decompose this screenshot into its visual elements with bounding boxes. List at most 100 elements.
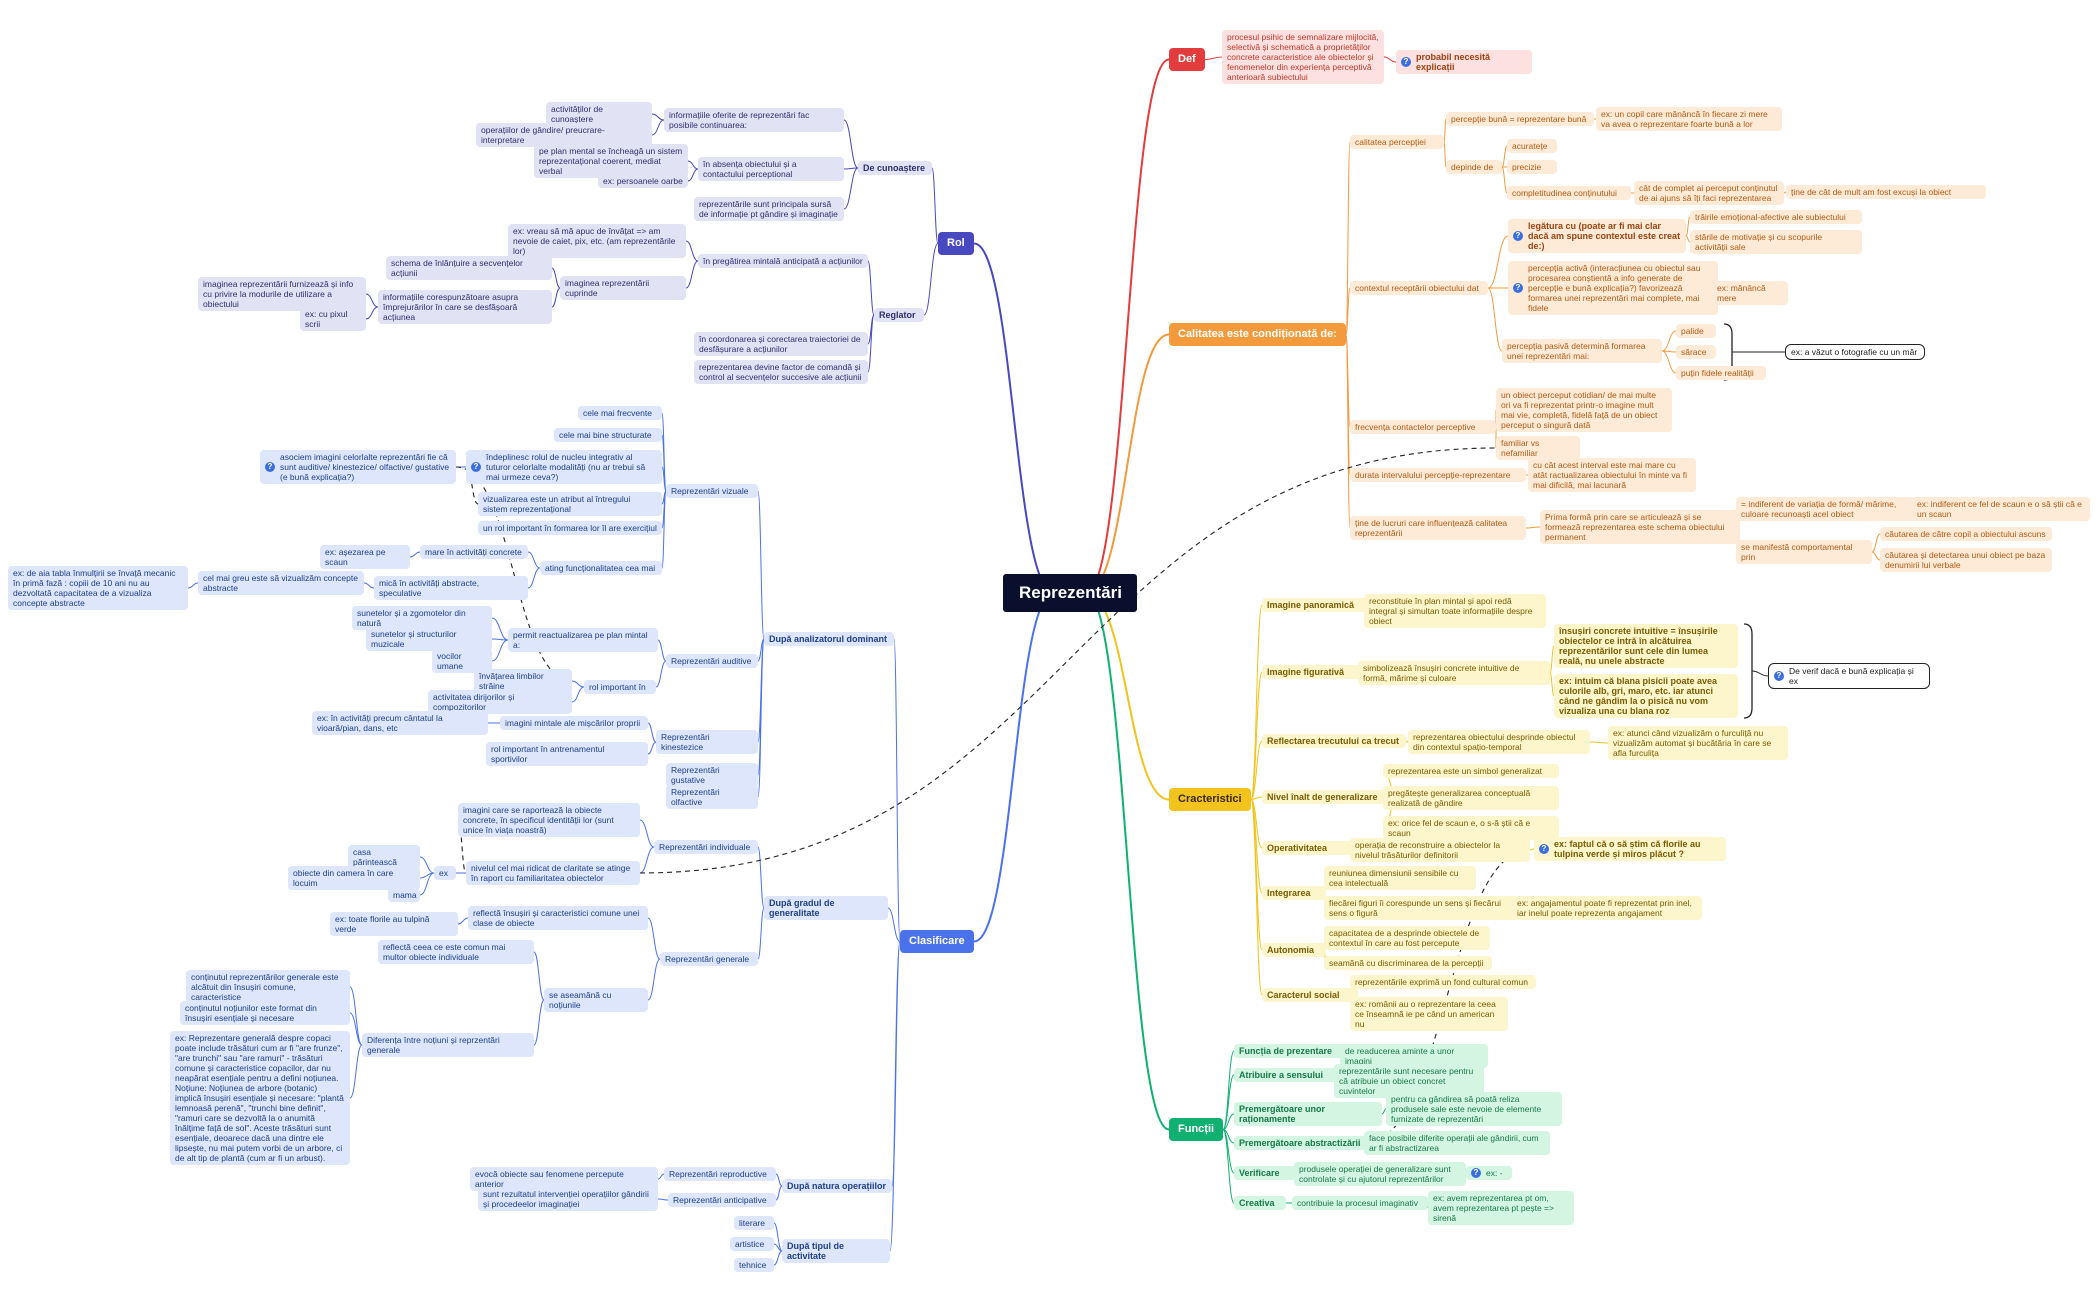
- reglator: Reglator: [874, 308, 924, 322]
- main-branch-connector: [1085, 592, 1170, 1131]
- reprezentari-auditive: Reprezentări auditive: [666, 654, 758, 668]
- perceptie-buna-example: ex: un copil care mănâncă în fiecare zi …: [1596, 107, 1782, 131]
- question-icon: ?: [1401, 57, 1411, 67]
- branch-functii[interactable]: Funcții: [1169, 1118, 1224, 1141]
- connector: [349, 1012, 363, 1046]
- connector: [843, 119, 859, 169]
- connector: [409, 551, 421, 558]
- connector: [757, 490, 765, 640]
- reprezentari-anticipative: Reprezentări anticipative: [668, 1193, 776, 1207]
- simbol-generalizat: reprezentarea este un simbol generalizat: [1383, 764, 1559, 778]
- connector: [647, 958, 661, 1001]
- connector: [1250, 799, 1263, 996]
- rationamente-text: pentru ca gândirea să poată reliza produ…: [1386, 1092, 1562, 1126]
- connector: [1443, 118, 1447, 143]
- connector: [661, 490, 667, 569]
- connector: [685, 240, 699, 262]
- vizualizarea-atribut: vizualizarea este un atribut al întregul…: [478, 492, 662, 516]
- figurativa-bracket: [1743, 623, 1753, 719]
- connector: [757, 638, 765, 798]
- perceptia-pasiva: percepția pasivă determină formarea unei…: [1502, 339, 1662, 363]
- connector: [365, 306, 379, 320]
- branch-clasificare[interactable]: Clasificare: [900, 930, 974, 953]
- connector: [1204, 56, 1223, 60]
- frecventa-text: un obiect perceput cotidian/ de mai mult…: [1496, 388, 1672, 432]
- mama: mama: [388, 888, 420, 902]
- question-icon: ?: [1513, 283, 1523, 293]
- connector: [1487, 235, 1509, 289]
- connector: [687, 168, 699, 182]
- furculita-example: ex: atunci când vizualizăm o furculiță n…: [1608, 726, 1788, 760]
- connector: [867, 314, 875, 373]
- capacitatea-de-desprindere: capacitatea de a desprinde obiectele de …: [1324, 926, 1490, 950]
- connector: [1250, 740, 1263, 800]
- tine-de-lucruri: ține de lucruri care influențează calita…: [1350, 516, 1526, 540]
- question-icon: ?: [1539, 844, 1549, 854]
- pixul-example: ex: cu pixul scrii: [300, 307, 366, 331]
- connector: [1871, 533, 1881, 553]
- connector: [1589, 741, 1609, 744]
- activitatilor-de-cunoastere: activităților de cunoaștere: [546, 102, 652, 126]
- branch-rol[interactable]: Rol: [938, 232, 974, 255]
- schema-inlantuire: schema de înlănțuire a secvențelor acțiu…: [386, 256, 552, 280]
- branch-calitate[interactable]: Calitatea este condiționată de:: [1169, 323, 1346, 346]
- connector: [527, 567, 541, 589]
- nucleu-label: îndeplinesc rolul de nucleu integrativ a…: [486, 452, 646, 482]
- connector: [651, 113, 665, 121]
- calitatea-perceptiei: calitatea percepției: [1350, 135, 1444, 149]
- central-topic[interactable]: Reprezentări: [1003, 574, 1137, 612]
- completitudinea: completitudinea conținutului: [1507, 186, 1631, 200]
- antrenament-sportivi: rol important în antrenamentul sportivil…: [486, 742, 648, 766]
- durata-intervalului: durata intervalului percepție-reprezenta…: [1350, 468, 1526, 482]
- reprezentari-vizuale: Reprezentări vizuale: [666, 484, 758, 498]
- vioara-example: ex: în activități precum cântatul la vio…: [312, 711, 488, 735]
- connector: [1871, 551, 1881, 561]
- analizatorul-dominant: După analizatorul dominant: [764, 632, 894, 646]
- connector: [1381, 1108, 1387, 1115]
- natura-operatiilor: După natura operațiilor: [782, 1179, 892, 1193]
- asezarea-pe-scaun: ex: așezarea pe scaun: [320, 545, 410, 569]
- asociem-label: asociem imagini celorlalte reprezentări …: [280, 452, 450, 482]
- bracket-connector: [1751, 670, 1769, 677]
- question-icon: ?: [471, 462, 481, 472]
- detectarea-obiectului: căutarea și detectarea unui obiect pe ba…: [1880, 548, 2052, 572]
- connector: [1443, 141, 1447, 168]
- starile-de-motivatie: stările de motivație și cu scopurile act…: [1690, 230, 1862, 254]
- tehnice: tehnice: [734, 1258, 774, 1272]
- comun-mai-multor: reflectă ceea ce este comun mai multor o…: [378, 940, 534, 964]
- question-icon: ?: [1513, 231, 1523, 241]
- connector: [657, 639, 667, 662]
- connector: [893, 638, 901, 942]
- connector: [661, 466, 667, 492]
- connector: [363, 582, 375, 589]
- continut-reprezentari: conținutul reprezentărilor generale este…: [186, 970, 350, 1004]
- cele-mai-bine-structurate: cele mai bine structurate: [554, 428, 662, 442]
- creativa-text: contribuie la procesul imaginativ: [1292, 1196, 1428, 1210]
- connector: [1345, 141, 1351, 335]
- connector: [923, 243, 939, 316]
- connector: [773, 1250, 783, 1266]
- connector: [491, 617, 509, 641]
- mare-activitati-concrete: mare în activități concrete: [420, 545, 528, 559]
- branch-caracteristici[interactable]: Cracteristici: [1169, 788, 1251, 811]
- premergatoare-rationamente: Premergătoare unor raționamente: [1234, 1102, 1382, 1126]
- connector: [647, 741, 657, 755]
- pregatirea-mintala: în pregătirea mintală anticipată a acțiu…: [698, 254, 868, 268]
- premergatoare-abstractizarii: Premergătoare abstractizării: [1234, 1136, 1370, 1150]
- connector: [867, 260, 875, 316]
- branch-def[interactable]: Def: [1169, 48, 1205, 71]
- flori-label: ex: faptul că o să știm că florile au tu…: [1554, 839, 1701, 859]
- connector: [775, 1185, 783, 1201]
- connector: [1222, 1074, 1235, 1130]
- def-question-label: probabil necesită explicații: [1416, 52, 1491, 72]
- principala-sursa: reprezentările sunt principala sursă de …: [694, 197, 844, 221]
- legatura-label: legătura cu (poate ar fi mai clar dacă a…: [1528, 221, 1681, 251]
- coordonarea-traiectoriei: în coordonarea și corectarea traiectorie…: [694, 332, 868, 356]
- figurativa-text: simbolizează însușiri concrete intuitive…: [1358, 661, 1550, 685]
- connector: [527, 551, 541, 569]
- discriminarea: seamănă cu discriminarea de la percepții: [1324, 956, 1492, 970]
- connector: [1685, 216, 1691, 237]
- cele-mai-frecvente: cele mai frecvente: [578, 406, 662, 420]
- tulpina-verde-example: ex: toate florile au tulpină verde: [330, 912, 458, 936]
